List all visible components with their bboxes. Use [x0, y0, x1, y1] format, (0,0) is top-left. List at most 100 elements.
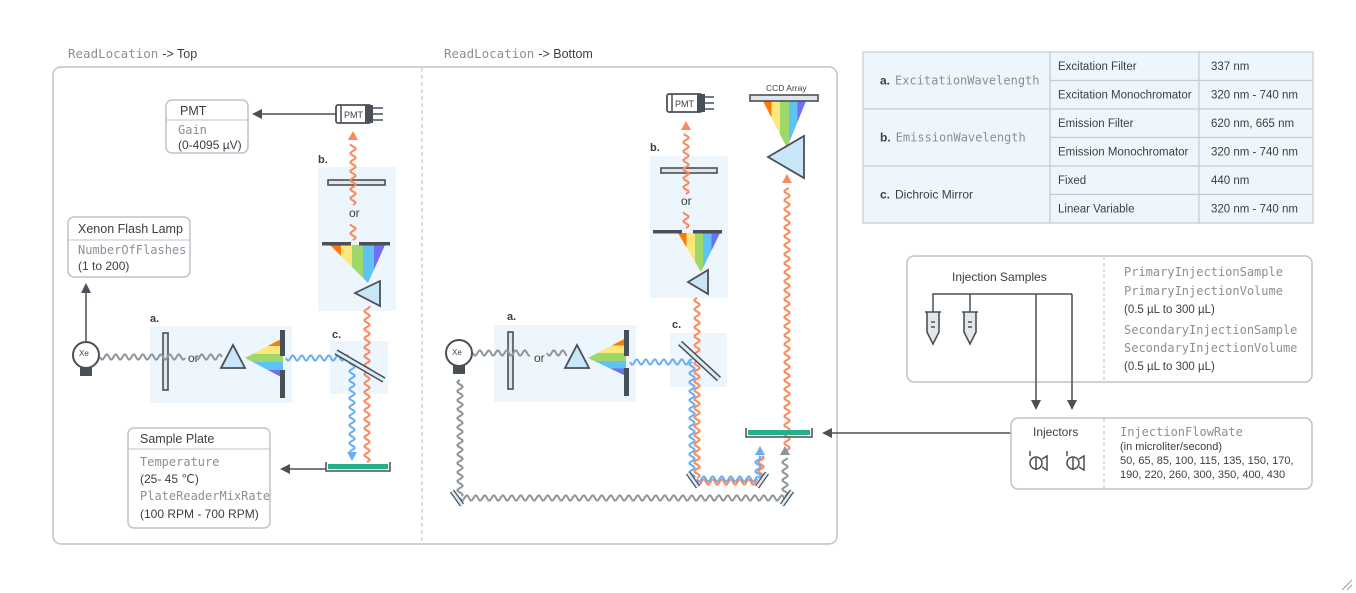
- svg-text:(1 to 200): (1 to 200): [78, 259, 129, 273]
- emission-light-wave: [349, 223, 357, 241]
- svg-text:(0.5 µL to 300 µL): (0.5 µL to 300 µL): [1124, 304, 1215, 316]
- excitation-spectrum: [245, 338, 283, 378]
- sample-plate-info-box: Sample Plate Temperature (25- 45 ℃) Plat…: [127, 427, 271, 529]
- or-label: or: [188, 351, 199, 365]
- svg-text:Xenon Flash Lamp: Xenon Flash Lamp: [78, 222, 183, 236]
- xenon-lamp-icon: Xe: [72, 341, 100, 376]
- table-option-value: 320 nm - 740 nm: [1211, 90, 1298, 102]
- excitation-arrow: [347, 452, 357, 461]
- excitation-light-wave: [754, 455, 762, 479]
- svg-text:Injectors: Injectors: [1033, 425, 1078, 439]
- emission-panel: [318, 167, 396, 311]
- injection-lines: [1031, 294, 1077, 410]
- table-option-name: Emission Monochromator: [1058, 147, 1189, 159]
- label-c: c.: [672, 319, 681, 331]
- svg-text:(0.5 µL to 300 µL): (0.5 µL to 300 µL): [1124, 361, 1215, 373]
- emission-prism-icon: [352, 279, 381, 308]
- table-option-value: 320 nm - 740 nm: [1211, 147, 1298, 159]
- excitation-arrow: [755, 446, 765, 455]
- table-param-cell: [862, 108, 1051, 167]
- emission-spectrum: [678, 233, 720, 272]
- svg-text:Injection Samples: Injection Samples: [952, 270, 1047, 284]
- lamp-light-wave: [781, 457, 789, 497]
- injector-pump-icon: [1066, 451, 1085, 472]
- emission-light-wave: [783, 187, 791, 451]
- sample-plate-top-icon: [325, 462, 391, 472]
- pmt-info-box: PMT Gain (0-4095 µV): [165, 99, 249, 154]
- sample-tube-icon: [962, 311, 978, 346]
- xenon-lamp-bottom-icon: Xe: [445, 339, 473, 374]
- excitation-light-wave: [285, 354, 353, 362]
- svg-text:(in microliter/second): (in microliter/second): [1120, 441, 1222, 453]
- table-option-name: Excitation Filter: [1058, 61, 1137, 73]
- dichroic-mirror-icon: [678, 341, 721, 381]
- svg-text:PrimaryInjectionSample: PrimaryInjectionSample: [1124, 265, 1283, 279]
- excitation-light-wave: [688, 361, 696, 479]
- emission-light-wave: [682, 211, 690, 229]
- label-a: a.: [150, 313, 159, 325]
- excitation-prism-icon: [563, 343, 591, 369]
- slit-right: [359, 242, 390, 246]
- ccd-prism-icon: [766, 134, 805, 180]
- emission-light-wave: [682, 133, 690, 195]
- injection-samples-box: Injection Samples PrimaryInjectionSample…: [906, 255, 1313, 383]
- wavelength-table: a.ExcitationWavelength Excitation Filter 3…: [862, 51, 1314, 224]
- read-location-top-label: ReadLocation-> Top: [68, 46, 197, 61]
- injector-pump-icon: [1029, 451, 1048, 472]
- svg-text:PMT: PMT: [344, 110, 364, 120]
- table-option-value: 440 nm: [1211, 175, 1249, 187]
- excitation-light-wave: [348, 359, 356, 453]
- lamp-light-wave: [472, 349, 531, 357]
- ccd-array-label: CCD Array: [766, 83, 807, 93]
- emission-arrow: [782, 174, 792, 183]
- or-label: or: [681, 194, 692, 208]
- lamp-light-arrow: [780, 446, 790, 455]
- emission-light-wave: [349, 143, 357, 206]
- injectors-box: Injectors InjectionFlowRate (in microlit…: [1010, 417, 1313, 490]
- label-b: b.: [318, 154, 328, 166]
- sample-tube-icon: [925, 311, 941, 346]
- ccd-spectrum: [763, 101, 806, 148]
- svg-text:(100 RPM - 700 RPM): (100 RPM - 700 RPM): [140, 507, 259, 521]
- gain-param: Gain: [178, 123, 207, 137]
- resize-handle[interactable]: [1341, 579, 1353, 591]
- svg-text:Xe: Xe: [79, 349, 89, 358]
- table-option-name: Excitation Monochromator: [1058, 90, 1192, 102]
- slit-bottom: [280, 370, 285, 398]
- svg-text:NumberOfFlashes: NumberOfFlashes: [78, 243, 186, 257]
- svg-text:PMT: PMT: [675, 99, 695, 109]
- or-label: or: [349, 206, 360, 220]
- ccd-array-icon: [749, 94, 819, 102]
- table-param-cell: [862, 165, 1051, 224]
- lamp-light-wave: [99, 353, 186, 361]
- table-option-value: 620 nm, 665 nm: [1211, 118, 1294, 130]
- svg-text:Sample Plate: Sample Plate: [140, 432, 214, 446]
- or-label: or: [534, 351, 545, 365]
- lamp-light-wave: [459, 494, 786, 502]
- emission-prism-icon: [686, 268, 709, 296]
- svg-text:190, 220, 260, 300, 350, 400,: 190, 220, 260, 300, 350, 400, 430: [1120, 469, 1285, 481]
- pmt-title: PMT: [180, 104, 207, 118]
- arrow-injectors-to-plate: [822, 428, 1011, 438]
- lamp-light-wave: [194, 353, 223, 361]
- table-option-name: Emission Filter: [1058, 118, 1134, 130]
- emission-light-wave: [363, 305, 371, 463]
- svg-text:(25- 45 ℃): (25- 45 ℃): [140, 472, 199, 486]
- label-c: c.: [332, 329, 341, 341]
- emission-filter-icon: [660, 167, 718, 174]
- table-option-name: Linear Variable: [1058, 204, 1135, 216]
- sample-plate-bottom-icon: [745, 428, 813, 438]
- arrow-lamp-to-box: [81, 283, 91, 342]
- svg-text:SecondaryInjectionSample: SecondaryInjectionSample: [1124, 323, 1297, 337]
- table-option-value: 320 nm - 740 nm: [1211, 204, 1298, 216]
- svg-text:Xe: Xe: [452, 348, 462, 357]
- label-a: a.: [507, 311, 516, 323]
- excitation-filter-icon: [162, 332, 169, 391]
- read-location-bottom-label: ReadLocation-> Bottom: [444, 46, 593, 61]
- read-location-panel: [52, 66, 838, 545]
- lamp-light-wave: [456, 379, 464, 497]
- emission-light-wave: [757, 455, 765, 479]
- svg-text:Temperature: Temperature: [140, 455, 219, 469]
- table-param: a.ExcitationWavelength: [880, 74, 1040, 88]
- arrow-pmt-to-box: [252, 109, 336, 119]
